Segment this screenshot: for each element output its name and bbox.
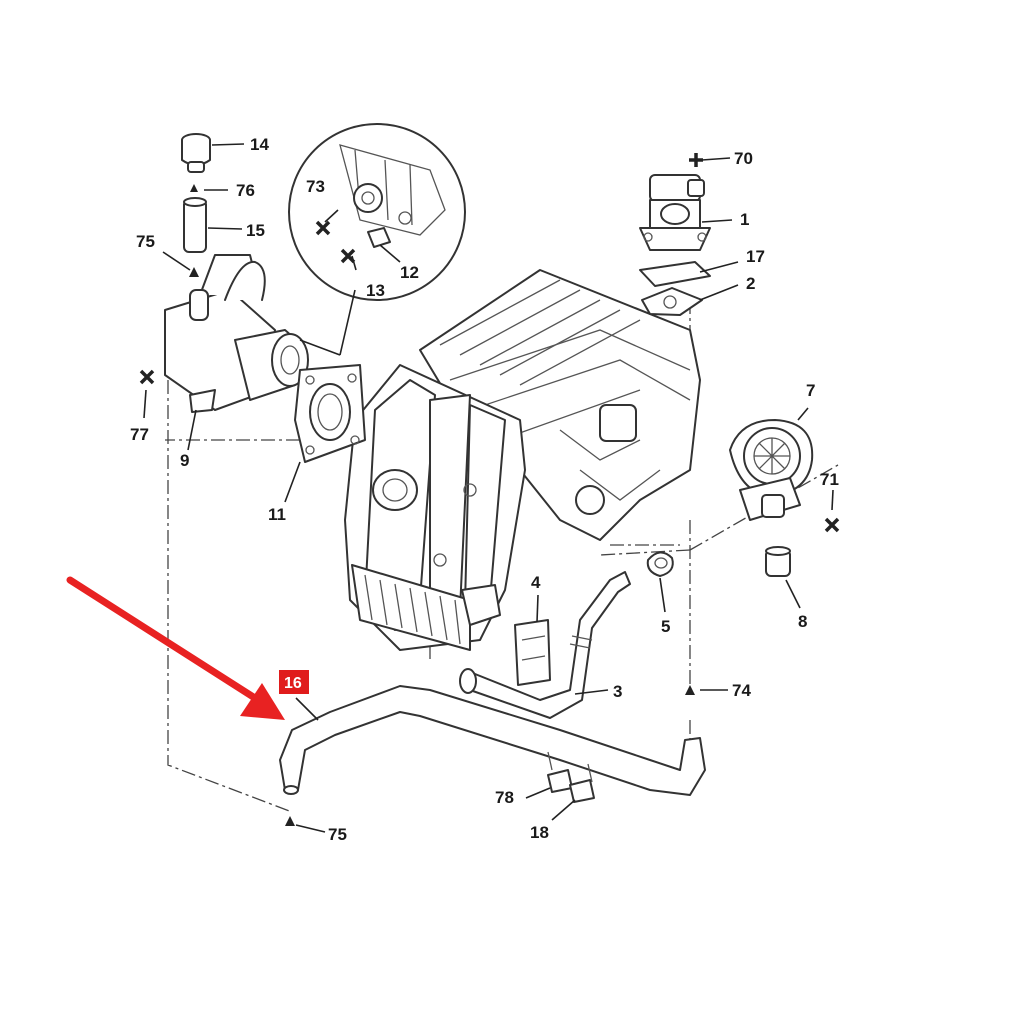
part-labels: 14 76 15 75 73 12 13 70 1 17 2 7 71 8 77… [130,135,839,844]
label-8: 8 [798,612,807,631]
label-9: 9 [180,451,189,470]
air-valve [729,419,814,577]
clip-and-clamp [514,551,674,686]
label-18: 18 [530,823,549,842]
triangle-icon [189,267,199,277]
label-7: 7 [806,381,815,400]
label-5: 5 [661,617,670,636]
label-73: 73 [306,177,325,196]
part-16-highlight-box [279,670,309,694]
hose-3 [459,571,631,719]
label-16: 16 [284,675,302,692]
plus-icon [689,153,703,167]
highlight-arrow [66,576,285,720]
label-71: 71 [820,470,839,489]
label-11: 11 [268,505,286,524]
label-2: 2 [746,274,755,293]
leader-lines [143,143,834,833]
label-17: 17 [746,247,765,266]
label-13: 13 [366,281,385,300]
label-75-top: 75 [136,232,155,251]
triangle-icon [285,816,295,826]
triangle-icon [685,685,695,695]
cross-icon [340,248,356,264]
clips-78-18 [547,769,595,803]
assembly-lines [165,300,839,813]
bolt-assembly [181,133,211,253]
label-75-bottom: 75 [328,825,347,844]
label-70: 70 [734,149,753,168]
cross-icon [824,517,840,533]
cross-icon [139,369,155,385]
label-12: 12 [400,263,419,282]
triangle-icon [190,184,198,192]
label-74: 74 [732,681,751,700]
label-77: 77 [130,425,149,444]
label-3: 3 [613,682,622,701]
reference-symbols [139,153,840,826]
label-78: 78 [495,788,514,807]
label-4: 4 [531,573,541,592]
label-76: 76 [236,181,255,200]
egr-pipe-group [164,254,366,463]
label-15: 15 [246,221,265,240]
hose-16 [279,685,706,796]
label-14: 14 [250,135,269,154]
detail-callout [288,123,466,356]
egr-valve [639,174,711,316]
label-1: 1 [740,210,749,229]
cross-icon [315,220,331,236]
engine-assembly [344,269,701,651]
